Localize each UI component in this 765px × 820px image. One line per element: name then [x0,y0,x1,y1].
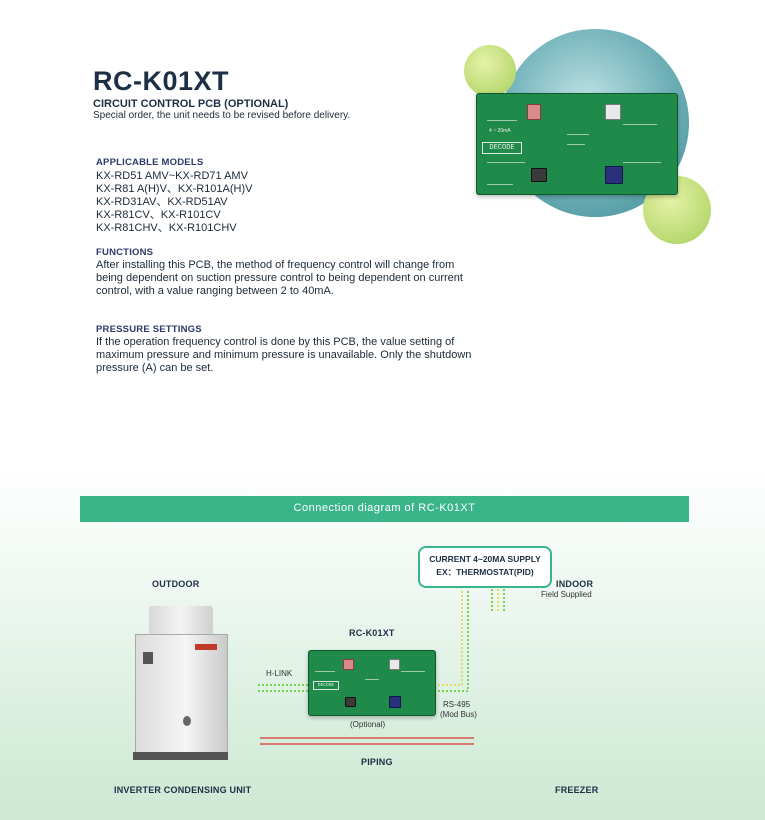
model-item: KX-R81 A(H)V、KX-R101A(H)V [96,183,253,195]
diagram-pcb-logo: DECODE [313,681,339,690]
rs495-line [434,590,463,686]
inverter-unit-label: INVERTER CONDENSING UNIT [114,785,252,795]
modbus-label: (Mod Bus) [440,710,477,719]
diagram-pcb: DECODE [308,650,436,716]
hlink-label: H-LINK [266,669,293,678]
pressure-settings-text: If the operation frequency control is do… [96,336,472,374]
model-item: KX-RD31AV、KX-RD51AV [96,196,228,208]
supply-line1: CURRENT 4~20MA SUPPLY [429,554,541,564]
diagram-banner-title: Connection diagram of RC-K01XT [293,502,476,514]
pcb-logo: DECODE [482,142,522,154]
product-subtitle: CIRCUIT CONTROL PCB (OPTIONAL) [93,98,289,110]
supply-line2: EX：THERMOSTAT(PID) [436,567,534,577]
field-supplied-label: Field Supplied [541,590,592,599]
model-item: KX-R81CHV、KX-R101CHV [96,222,237,234]
outdoor-label: OUTDOOR [152,579,200,589]
product-note: Special order, the unit needs to be revi… [93,110,351,121]
brand-plate [195,644,217,650]
piping-label: PIPING [361,757,393,767]
diagram-background [0,470,765,820]
pcb-connector [527,104,541,120]
pcb-diagram-label: RC-K01XT [349,628,395,638]
model-item: KX-R81CV、KX-R101CV [96,209,221,221]
model-item: KX-RD51 AMV~KX-RD71 AMV [96,170,248,182]
pcb-connector [605,166,623,184]
freezer-label: FREEZER [555,785,599,795]
applicable-models-list: KX-RD51 AMV~KX-RD71 AMV KX-R81 A(H)V、KX-… [96,170,253,235]
product-title: RC-K01XT [93,66,230,96]
functions-heading: FUNCTIONS [96,247,154,258]
pcb-connector [605,104,621,120]
pcb-silk-label: 4 ~ 20mA [489,128,511,134]
pcb-board-image: DECODE 4 ~ 20mA [476,93,678,195]
current-supply-box: CURRENT 4~20MA SUPPLY EX：THERMOSTAT(PID) [418,546,552,588]
inverter-condensing-unit-image [133,606,228,761]
rs495-line [434,590,469,692]
rs495-label: RS-495 [443,700,471,709]
decor-circle-top [464,45,516,97]
pcb-connector [531,168,547,182]
diagram-banner: Connection diagram of RC-K01XT [80,496,689,522]
functions-text: After installing this PCB, the method of… [96,259,463,297]
optional-label: (Optional) [350,720,386,729]
applicable-models-heading: APPLICABLE MODELS [96,157,204,168]
indoor-label: INDOOR [556,579,594,589]
pressure-settings-heading: PRESSURE SETTINGS [96,324,202,335]
